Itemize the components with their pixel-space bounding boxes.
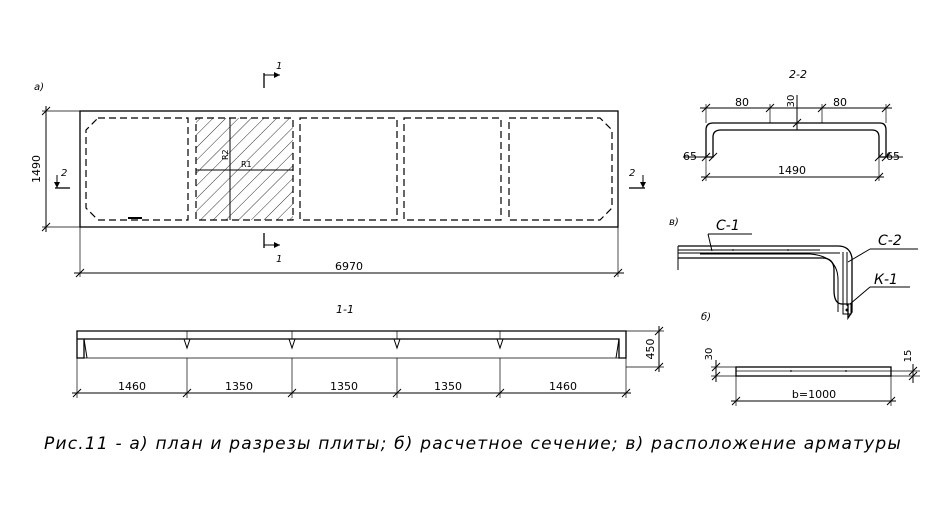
section-11-title: 1-1 — [336, 303, 354, 316]
section-11-span-5: 1460 — [549, 380, 577, 393]
section-22-tick-2 — [765, 103, 775, 113]
reinforcement-view: в) С-1 С-2 К-1 — [669, 217, 918, 321]
section-22-dim-left-top: 80 — [735, 96, 749, 109]
plan-cell-5 — [508, 117, 613, 221]
design-section-bar-dot-2 — [845, 370, 847, 372]
section-1-1-view: 1-1 450 1460 — [72, 303, 664, 398]
section-2-mark-left-label: 2 — [61, 168, 67, 179]
section-22-bottom-tick-right — [874, 172, 884, 182]
design-dim-width: b=1000 — [792, 388, 836, 401]
section-2-mark-right-label: 2 — [629, 168, 635, 179]
plan-length-tick-right — [613, 268, 623, 278]
section-11-span-tick-0 — [72, 388, 82, 398]
plan-cell-3 — [299, 117, 398, 221]
design-right-tick-b — [908, 371, 918, 381]
reinf-c2-label: С-2 — [878, 233, 902, 249]
section-11-span-tick-2 — [287, 388, 297, 398]
design-dim-right: 15 — [903, 350, 914, 363]
section-2-mark-right-arrowhead — [640, 182, 646, 188]
plan-r2-label: R2 — [221, 149, 230, 160]
section-2-mark-left-arrowhead — [54, 182, 60, 188]
design-dim-left: 30 — [704, 348, 715, 361]
reinf-slab-profile — [678, 245, 853, 321]
section-11-span-tick-1 — [182, 388, 192, 398]
section-1-mark-bottom-arrowhead — [274, 242, 280, 248]
section-1-mark-top-label: 1 — [276, 61, 282, 72]
plan-cell-4 — [403, 117, 502, 221]
plan-cell-2-hatch — [196, 118, 293, 220]
plan-width-tick-top — [41, 106, 51, 116]
reinf-k1-dot — [845, 308, 849, 312]
reinf-k1-leader — [849, 286, 871, 305]
section-22-title: 2-2 — [789, 68, 807, 81]
section-22-dim-width: 1490 — [778, 164, 806, 177]
plan-r1-label: R1 — [241, 160, 252, 169]
plan-slab-outline — [79, 110, 619, 228]
design-section-label: б) — [701, 311, 711, 323]
plan-label: а) — [34, 82, 44, 93]
figure-caption: Рис.11 - а) план и разрезы плиты; б) рас… — [44, 434, 903, 454]
reinf-c2-leader — [847, 248, 871, 263]
section-11-height-tick-bottom — [654, 362, 664, 372]
section-22-left-side-tick-b — [708, 152, 718, 162]
section-11-profile — [76, 330, 627, 359]
section-11-span-tick-5 — [621, 388, 631, 398]
section-11-span-tick-3 — [392, 388, 402, 398]
section-1-mark-bottom-label: 1 — [276, 254, 282, 265]
section-11-span-tick-4 — [495, 388, 505, 398]
plan-length-tick-left — [75, 268, 85, 278]
plan-width-tick-bottom — [41, 222, 51, 232]
reinf-k1-loop — [842, 303, 852, 315]
plan-width-dim: 1490 — [30, 155, 43, 183]
plan-cell-2 — [195, 117, 294, 221]
reinf-c1-label: С-1 — [716, 218, 740, 234]
section-11-height-tick-top — [654, 326, 664, 336]
reinf-rib-bar — [700, 253, 839, 312]
design-right-tick-a — [908, 366, 918, 376]
design-left-tick-a — [711, 362, 721, 372]
design-left-tick-b — [711, 371, 721, 381]
section-2-2-view: 2-2 80 80 30 65 65 1490 — [683, 68, 903, 182]
section-11-rib-3 — [393, 338, 401, 350]
section-22-center-tick — [792, 118, 802, 128]
section-11-dim-height: 450 — [644, 339, 657, 360]
design-section-view: б) 30 15 b=1000 — [701, 311, 920, 406]
section-11-rib-4 — [496, 338, 504, 350]
plan-cell-1 — [85, 117, 189, 221]
section-11-span-1: 1460 — [118, 380, 146, 393]
section-22-right-side-tick-b — [881, 152, 891, 162]
section-22-tick-3 — [817, 103, 827, 113]
section-1-mark-top-arrowhead — [274, 72, 280, 78]
section-11-span-4: 1350 — [434, 380, 462, 393]
section-22-dim-right-top: 80 — [833, 96, 847, 109]
section-11-span-2: 1350 — [225, 380, 253, 393]
design-width-tick-right — [886, 396, 896, 406]
reinf-k1-label: К-1 — [874, 272, 898, 288]
design-section-bar-dot-1 — [790, 370, 792, 372]
section-22-bottom-tick-left — [701, 172, 711, 182]
section-11-end-rib-left — [83, 338, 88, 359]
plan-view: а) R1 R2 1 1 2 2 — [30, 61, 646, 278]
section-22-dim-center: 30 — [786, 95, 797, 108]
section-11-rib-1 — [183, 338, 191, 350]
section-11-span-3: 1350 — [330, 380, 358, 393]
section-22-tick-4 — [881, 103, 891, 113]
reinf-bar-dot-1 — [732, 249, 734, 251]
reinf-bar-dot-2 — [787, 249, 789, 251]
section-22-tick-1 — [701, 103, 711, 113]
section-22-profile — [705, 122, 887, 158]
design-section-flange — [735, 366, 892, 377]
section-22-dim-left-side: 65 — [683, 150, 697, 163]
plan-length-dim: 6970 — [335, 260, 363, 273]
reinforcement-label: в) — [669, 217, 679, 228]
design-width-tick-left — [731, 396, 741, 406]
section-22-dim-right-side: 65 — [886, 150, 900, 163]
section-11-end-rib-right — [615, 338, 620, 359]
reinf-c1-leader — [707, 233, 713, 252]
section-11-rib-2 — [288, 338, 296, 350]
